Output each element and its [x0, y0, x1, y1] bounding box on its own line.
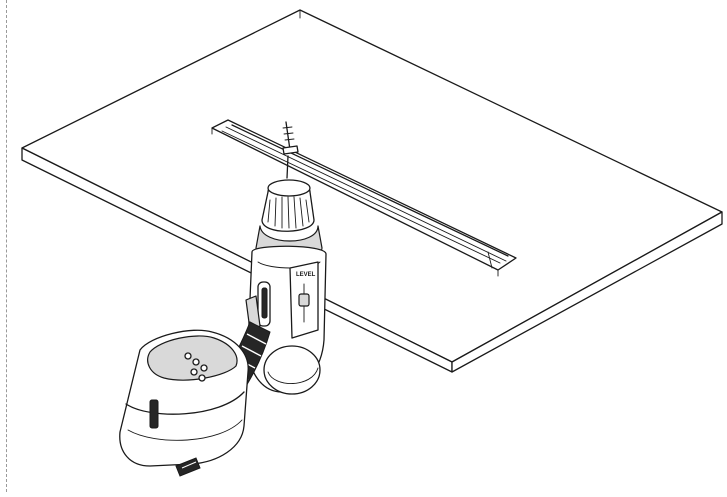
drill-battery-top	[147, 335, 238, 381]
drill-level-label: LEVEL	[296, 272, 316, 278]
cordless-drill: LEVEL	[119, 155, 327, 477]
drill-battery-side-grip	[149, 399, 159, 429]
drill-side-vent-slot	[261, 287, 268, 319]
page-edge-marker	[6, 0, 7, 492]
screw	[282, 121, 299, 155]
screw-head	[282, 145, 299, 155]
screw-thread-3	[284, 138, 295, 141]
ceiling-panel	[21, 9, 723, 373]
drill-level-slider	[298, 293, 310, 307]
drill-battery-seam	[125, 391, 245, 415]
drill-bit	[286, 155, 289, 179]
drill-trigger	[245, 295, 261, 331]
drill-rear-cap	[263, 345, 321, 395]
drill-battery-indicator	[184, 352, 208, 382]
channel-right-cap	[487, 251, 493, 269]
ceiling-panel-top-face	[21, 9, 723, 363]
drill-battery-lower-seam	[127, 419, 243, 441]
screw-thread-2	[283, 132, 294, 135]
drill-chuck-grip-lines	[267, 196, 310, 229]
channel-inner-line-1	[221, 130, 501, 264]
ceiling-panel-right-edge	[451, 211, 723, 373]
drill-chuck-tip	[267, 179, 311, 197]
screw-shaft	[285, 121, 291, 151]
channel-inner-line-3	[231, 124, 509, 257]
drill-rear-cap-line	[267, 367, 319, 384]
channel-inner-line-2	[225, 126, 507, 262]
screw-thread-1	[282, 126, 293, 129]
